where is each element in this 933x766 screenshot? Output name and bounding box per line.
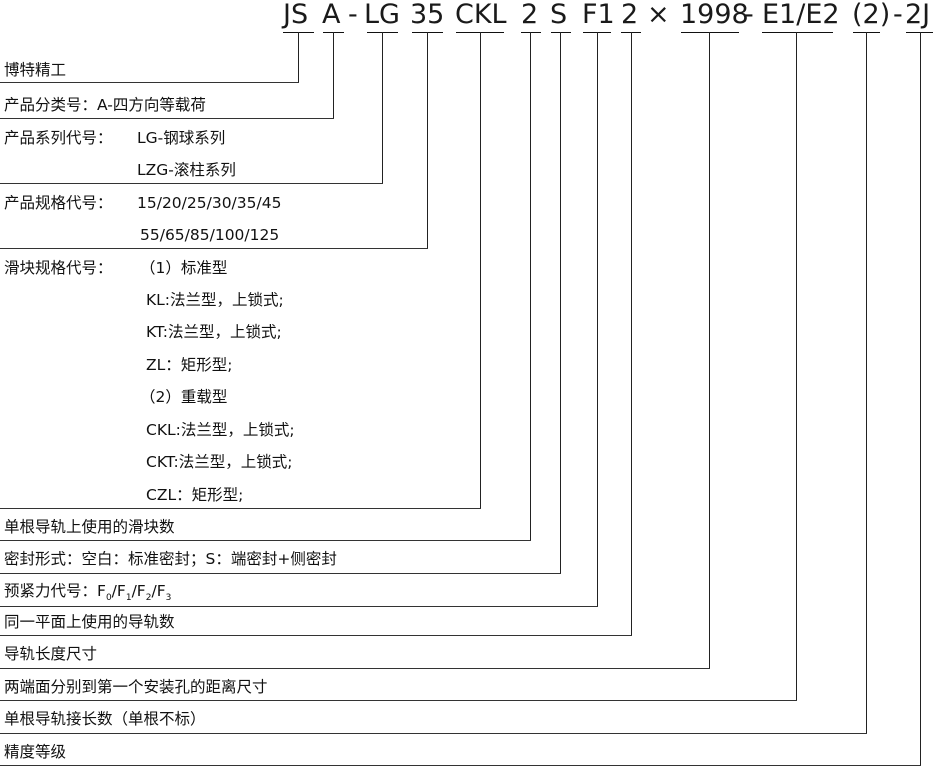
underline-2j <box>906 32 933 33</box>
desc-preload: 预紧力代号：F0/F1/F2/F3 <box>4 582 172 603</box>
code-a: A <box>322 0 341 30</box>
desc-block-label: 滑块规格代号： <box>4 259 113 277</box>
desc-end-distance: 两端面分别到第一个安装孔的距离尺寸 <box>4 678 268 696</box>
desc-block-czl: CZL：矩形型; <box>146 486 244 504</box>
desc-seal: 密封形式：空白：标准密封；S：端密封+侧密封 <box>4 550 337 568</box>
underline-2-blocks <box>521 32 541 33</box>
leader-a <box>333 32 334 119</box>
base-ckl <box>0 508 481 509</box>
code-2j: 2J <box>905 0 931 30</box>
desc-blocks-per-rail: 单根导轨上使用的滑块数 <box>4 518 175 536</box>
desc-preload-label: 预紧力代号： <box>4 582 98 600</box>
desc-brand: 博特精工 <box>4 61 67 79</box>
preload-sub-1: 1 <box>125 593 132 603</box>
desc-size-label: 产品规格代号： <box>4 194 113 212</box>
code-ckl: CKL <box>455 0 507 30</box>
base-lg <box>0 183 383 184</box>
leader-js <box>298 32 299 83</box>
code-e1e2: E1/E2 <box>762 0 840 30</box>
code-dash-3: - <box>893 0 903 30</box>
underline-e1e2 <box>762 32 833 33</box>
code-2-blocks: 2 <box>521 0 539 30</box>
base-paren-2 <box>0 733 867 734</box>
leader-ckl <box>480 32 481 509</box>
base-1998 <box>0 668 710 669</box>
leader-s <box>560 32 561 574</box>
base-f1 <box>0 606 598 607</box>
desc-size-1: 15/20/25/30/35/45 <box>137 194 282 212</box>
preload-sub-3: 3 <box>165 593 172 603</box>
leader-1998 <box>709 32 710 669</box>
underline-1998 <box>681 32 739 33</box>
base-2-blocks <box>0 540 531 541</box>
leader-lg <box>382 32 383 184</box>
code-dash-1: - <box>348 0 358 30</box>
desc-category: 产品分类号：A-四方向等载荷 <box>4 96 206 114</box>
leader-2j <box>920 32 921 766</box>
code-f1: F1 <box>582 0 615 30</box>
desc-block-heavy: （2）重载型 <box>140 388 228 406</box>
base-a <box>0 118 334 119</box>
desc-accuracy: 精度等级 <box>4 743 67 761</box>
base-s <box>0 573 561 574</box>
code-s: S <box>550 0 568 30</box>
desc-block-ckt: CKT:法兰型，上锁式; <box>146 453 293 471</box>
base-2-rails <box>0 635 632 636</box>
leader-e1e2 <box>796 32 797 701</box>
code-1998: 1998 <box>680 0 749 30</box>
desc-block-ckl: CKL:法兰型，上锁式; <box>146 421 295 439</box>
preload-f3: F <box>156 582 166 600</box>
leader-paren-2 <box>866 32 867 734</box>
preload-f1: F <box>116 582 126 600</box>
desc-block-kl: KL:法兰型，上锁式; <box>146 291 284 309</box>
code-lg: LG <box>364 0 400 30</box>
desc-rail-length: 导轨长度尺寸 <box>4 645 98 663</box>
desc-rails-per-plane: 同一平面上使用的导轨数 <box>4 613 175 631</box>
base-js <box>0 82 299 83</box>
base-e1e2 <box>0 700 797 701</box>
code-paren-2: (2) <box>852 0 891 30</box>
base-35 <box>0 248 428 249</box>
desc-series-1: LG-钢球系列 <box>137 129 226 147</box>
desc-block-kt: KT:法兰型，上锁式; <box>146 323 282 341</box>
desc-series-2: LZG-滚柱系列 <box>137 161 236 179</box>
desc-joints: 单根导轨接长数（单根不标） <box>4 710 206 728</box>
leader-35 <box>427 32 428 249</box>
code-times: × <box>647 0 670 30</box>
code-js: JS <box>283 0 309 30</box>
code-35: 35 <box>410 0 445 30</box>
preload-sub-2: 2 <box>145 593 152 603</box>
desc-block-std: （1）标准型 <box>140 259 228 277</box>
leader-2-rails <box>631 32 632 636</box>
underline-s <box>551 32 571 33</box>
preload-sub-0: 0 <box>105 593 112 603</box>
leader-f1 <box>597 32 598 607</box>
code-2-rails: 2 <box>621 0 639 30</box>
preload-f0: F <box>97 582 106 600</box>
leader-2-blocks <box>530 32 531 541</box>
preload-f2: F <box>136 582 146 600</box>
desc-block-zl: ZL：矩形型; <box>146 356 233 374</box>
desc-series-label: 产品系列代号： <box>4 129 113 147</box>
code-dash-2: - <box>744 0 754 30</box>
desc-size-2: 55/65/85/100/125 <box>140 226 280 244</box>
